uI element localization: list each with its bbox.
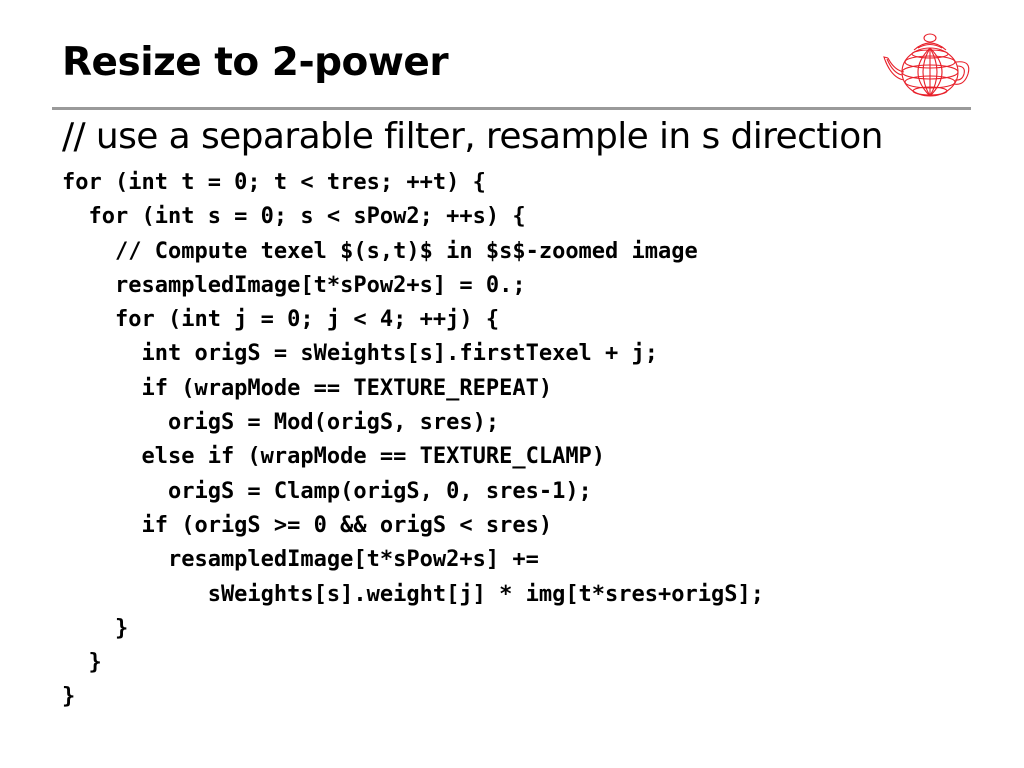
teapot-wireframe-icon (883, 33, 970, 97)
code-line: resampledImage[t*sPow2+s] = 0.; (62, 272, 526, 298)
code-line: } (62, 684, 76, 710)
code-line: // Compute texel $(s,t)$ in $s$-zoomed i… (62, 238, 698, 264)
code-line: origS = Mod(origS, sres); (62, 410, 500, 436)
code-line: resampledImage[t*sPow2+s] += (62, 547, 539, 573)
code-line: sWeights[s].weight[j] * img[t*sres+origS… (62, 581, 764, 607)
code-line: int origS = sWeights[s].firstTexel + j; (62, 341, 659, 367)
code-line: if (origS >= 0 && origS < sres) (62, 512, 553, 538)
title-divider (52, 107, 971, 110)
code-line: for (int t = 0; t < tres; ++t) { (62, 170, 486, 195)
code-line: } (62, 615, 129, 641)
code-line: if (wrapMode == TEXTURE_REPEAT) (62, 375, 553, 401)
code-line: for (int j = 0; j < 4; ++j) { (62, 307, 500, 333)
code-line: for (int s = 0; s < sPow2; ++s) { (62, 204, 526, 230)
code-line: else if (wrapMode == TEXTURE_CLAMP) (62, 444, 606, 470)
code-block: for (int t = 0; t < tres; ++t) { for (in… (62, 166, 764, 715)
code-line: } (62, 650, 102, 676)
slide-title: Resize to 2-power (62, 40, 449, 85)
slide-subtitle: // use a separable filter, resample in s… (62, 116, 883, 157)
code-line: origS = Clamp(origS, 0, sres-1); (62, 478, 592, 504)
